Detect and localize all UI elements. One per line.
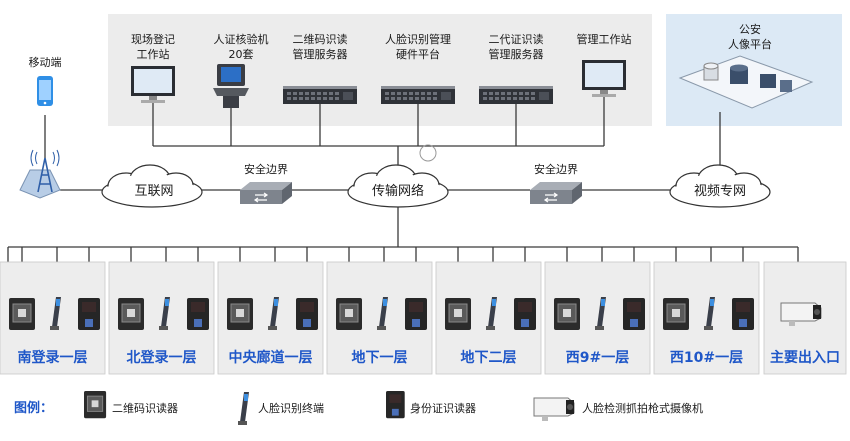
- legend: 图例： 二维码识读器 人脸识别终端 身份证识读器 人脸检测抓拍枪式摄像机: [14, 390, 703, 425]
- registration-workstation: 现场登记 工作站: [131, 32, 175, 103]
- top-device-panel: [108, 14, 652, 126]
- legend-label: 二维码识读器: [112, 401, 178, 415]
- platform-label-line: 公安: [739, 22, 761, 36]
- id-reader-icon: [623, 298, 645, 330]
- junction-marker: [419, 144, 437, 162]
- qr-reader-icon: [553, 297, 581, 331]
- mobile-label: 移动端: [29, 56, 62, 69]
- id-verification-kiosk: 人证核验机 20套: [213, 32, 269, 108]
- face-terminal-icon: [238, 392, 249, 425]
- boundary-label: 安全边界: [244, 162, 288, 176]
- radio-tower-icon: [19, 149, 61, 199]
- boundary-label: 安全边界: [534, 162, 578, 176]
- site-label: 中央廊道一层: [229, 349, 313, 366]
- device-label-line: 二代证识读: [489, 32, 544, 46]
- site-label: 地下一层: [352, 349, 408, 366]
- data-center-icon: [678, 55, 814, 109]
- qr-management-server: 二维码识读 管理服务器: [283, 32, 357, 104]
- police-portrait-platform: 公安 人像平台: [678, 22, 814, 109]
- qr-reader-icon: [8, 297, 36, 331]
- id-reader-icon: [296, 298, 318, 330]
- qr-reader-icon: [335, 297, 363, 331]
- svg-text:二代证识读: 二代证识读: [489, 32, 544, 46]
- svg-text:20套: 20套: [229, 48, 254, 61]
- svg-text:硬件平台: 硬件平台: [396, 47, 440, 61]
- management-workstation: 管理工作站: [577, 32, 632, 97]
- id-reader-icon: [78, 298, 100, 330]
- video-network-cloud: 视频专网: [669, 164, 771, 208]
- server-icon: [283, 86, 357, 104]
- legend-title: 图例：: [14, 400, 53, 416]
- site-panel: 地下二层: [435, 261, 542, 375]
- legend-label: 人脸检测抓拍枪式摄像机: [582, 401, 703, 415]
- id-reader-icon: [187, 298, 209, 330]
- svg-text:人像平台: 人像平台: [728, 37, 772, 51]
- device-label-line: 20套: [229, 48, 254, 61]
- site-label: 北登录一层: [127, 349, 197, 366]
- security-boundary-right: 安全边界: [529, 162, 583, 205]
- qr-reader-icon: [117, 297, 145, 331]
- switch-icon: [239, 181, 293, 205]
- server-icon: [381, 86, 455, 104]
- svg-text:管理工作站: 管理工作站: [577, 32, 632, 46]
- device-label-line: 硬件平台: [396, 47, 440, 61]
- svg-text:人证核验机: 人证核验机: [214, 32, 269, 46]
- switch-icon: [529, 181, 583, 205]
- id-card-management-server: 二代证识读 管理服务器: [479, 32, 553, 104]
- site-panel: 中央廊道一层: [217, 261, 324, 375]
- legend-label: 人脸识别终端: [258, 401, 324, 415]
- qr-reader-icon: [662, 297, 690, 331]
- id-reader-icon: [514, 298, 536, 330]
- site-panel: 南登录一层: [0, 261, 106, 375]
- device-label-line: 人脸识别管理: [385, 32, 451, 46]
- device-label-line: 人证核验机: [214, 32, 269, 46]
- site-panels: 南登录一层 北登录一层 中央廊道一层 地下一层 地下二层 西9#一层 西10#一层: [0, 261, 760, 375]
- network-wiring: [7, 97, 799, 262]
- qr-reader-icon: [83, 390, 107, 419]
- site-panel: 西9#一层: [544, 261, 651, 375]
- device-label-line: 工作站: [137, 47, 170, 61]
- device-label-line: 现场登记: [131, 32, 175, 46]
- internet-cloud: 互联网: [101, 164, 203, 208]
- cloud-label: 视频专网: [694, 184, 746, 199]
- site-label: 主要出入口: [770, 349, 840, 366]
- security-boundary-left: 安全边界: [239, 162, 293, 205]
- mobile-terminal: 移动端: [19, 56, 62, 199]
- qr-reader-icon: [444, 297, 472, 331]
- smartphone-icon: [37, 76, 53, 106]
- svg-text:管理服务器: 管理服务器: [293, 47, 348, 61]
- svg-text:管理服务器: 管理服务器: [489, 47, 544, 61]
- site-label: 地下二层: [461, 349, 517, 366]
- id-reader-icon: [405, 298, 427, 330]
- server-icon: [479, 86, 553, 104]
- site-label: 南登录一层: [18, 349, 88, 366]
- svg-text:人脸识别管理: 人脸识别管理: [385, 32, 451, 46]
- cloud-label: 传输网络: [372, 183, 424, 199]
- camera-icon: [533, 397, 575, 422]
- id-reader-icon: [386, 391, 405, 419]
- site-panel: 北登录一层: [108, 261, 215, 375]
- device-label-line: 管理服务器: [293, 47, 348, 61]
- device-label-line: 管理工作站: [577, 32, 632, 46]
- main-exit-panel: 主要出入口: [763, 261, 847, 375]
- site-panel: 西10#一层: [653, 261, 760, 375]
- svg-text:公安: 公安: [739, 22, 761, 36]
- device-label-line: 管理服务器: [489, 47, 544, 61]
- top-devices: 现场登记 工作站 人证核验机 20套 二维码识读 管理服务器 人脸识别管理 硬件…: [131, 32, 632, 108]
- svg-text:现场登记: 现场登记: [131, 32, 175, 46]
- site-panel: 地下一层: [326, 261, 433, 375]
- cloud-label: 互联网: [134, 184, 173, 199]
- svg-text:工作站: 工作站: [137, 47, 170, 61]
- site-label: 西9#一层: [566, 350, 629, 366]
- id-reader-icon: [732, 298, 754, 330]
- site-label: 西10#一层: [670, 350, 743, 366]
- qr-reader-icon: [226, 297, 254, 331]
- device-label-line: 二维码识读: [293, 32, 348, 46]
- platform-label-line: 人像平台: [728, 37, 772, 51]
- legend-label: 身份证识读器: [410, 401, 476, 415]
- svg-text:二维码识读: 二维码识读: [293, 32, 348, 46]
- face-management-platform: 人脸识别管理 硬件平台: [381, 32, 455, 104]
- transport-network-cloud: 传输网络: [347, 164, 449, 208]
